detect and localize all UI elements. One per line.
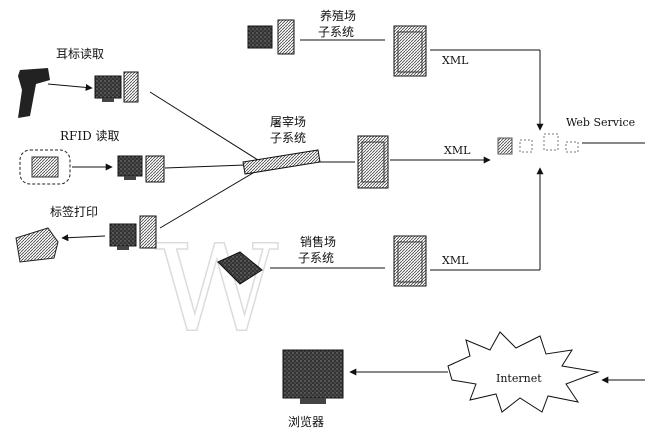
sales-subsystem-label-1: 销售场	[300, 234, 336, 249]
slaughter-server-icon	[358, 136, 388, 188]
slaughter-subsystem-label-2: 子系统	[270, 131, 306, 145]
breeding-subsystem-label-2: 子系统	[318, 25, 354, 39]
browser-monitor-icon	[283, 350, 343, 404]
browser-label: 浏览器	[288, 414, 324, 429]
printer-pc-icon	[110, 216, 156, 250]
slaughter-device-icon	[243, 150, 320, 174]
sales-server-icon	[394, 236, 426, 286]
slaughter-subsystem-label-1: 屠宰场	[270, 114, 306, 129]
breeding-xml-label: XML	[442, 54, 469, 67]
web-service-server-icon	[498, 134, 578, 154]
label-printer-label: 标签打印	[50, 204, 98, 219]
breeding-terminal-icon	[248, 20, 294, 54]
sales-subsystem-label-2: 子系统	[298, 251, 334, 265]
edge-ear-tag-to-slaughter	[150, 92, 258, 160]
breeding-subsystem-label-1: 养殖场	[320, 8, 356, 23]
edge-rfid-to-slaughter	[165, 165, 245, 168]
rfid-pc-icon	[118, 156, 164, 182]
breeding-server-icon	[394, 26, 426, 76]
barcode-scanner-icon	[18, 68, 50, 118]
watermark: W	[155, 220, 278, 359]
edge-scanner-to-pc	[48, 84, 92, 88]
rfid-reader-label: RFID 读取	[60, 129, 120, 143]
edge-pc-to-printer	[62, 236, 105, 238]
rfid-reader-icon	[20, 150, 70, 184]
ear-tag-pc-icon	[95, 72, 138, 102]
sales-xml-label: XML	[442, 254, 469, 267]
web-service-label: Web Service	[566, 116, 635, 129]
label-printer-icon	[16, 228, 58, 262]
slaughter-xml-label: XML	[444, 144, 471, 157]
internet-label: Internet	[496, 372, 542, 385]
ear-tag-reader-label: 耳标读取	[56, 47, 104, 61]
